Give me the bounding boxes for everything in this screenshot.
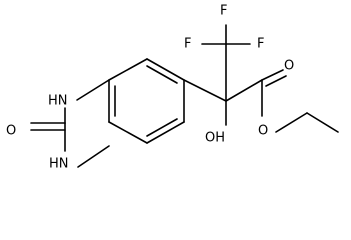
fluorine-label-left: F <box>184 37 191 52</box>
bond-methyl-nh-to-methyl <box>77 145 110 168</box>
aryl-nh-label: HN <box>48 94 68 109</box>
bond-ethyl-ch2-ch3 <box>306 112 339 133</box>
ring-inner-double-bottom <box>146 118 178 137</box>
fluorine-label-right: F <box>257 37 264 52</box>
urea-oxygen-label: O <box>6 124 16 139</box>
bond-quaternary-c-to-ring <box>183 79 227 102</box>
chemical-structure: F F F O O OH HN O HN <box>6 4 339 172</box>
bond-quaternary-c-to-carbonyl-c <box>225 79 263 102</box>
ring-bond-3 <box>108 121 148 144</box>
ring-bond-2 <box>146 121 185 144</box>
ring-inner-double-top <box>146 65 178 84</box>
atom-labels: F F F O O OH HN O HN <box>6 4 294 172</box>
fluorine-label-top: F <box>220 4 227 19</box>
carbonyl-oxygen-label: O <box>284 59 294 74</box>
hydroxyl-label: OH <box>205 131 225 146</box>
bond-carbonyl-c-o-double-b <box>265 75 287 87</box>
bond-carbonyl-c-o-double-a <box>261 69 284 81</box>
ring-bond-6 <box>146 58 185 81</box>
bond-lines <box>30 24 339 168</box>
bond-ester-o-to-ch2 <box>275 112 308 133</box>
ester-oxygen-label: O <box>258 124 268 139</box>
ring-bond-5 <box>108 58 148 81</box>
bond-ring-to-aryl-nh <box>76 79 110 101</box>
methyl-nh-label: HN <box>49 157 69 172</box>
